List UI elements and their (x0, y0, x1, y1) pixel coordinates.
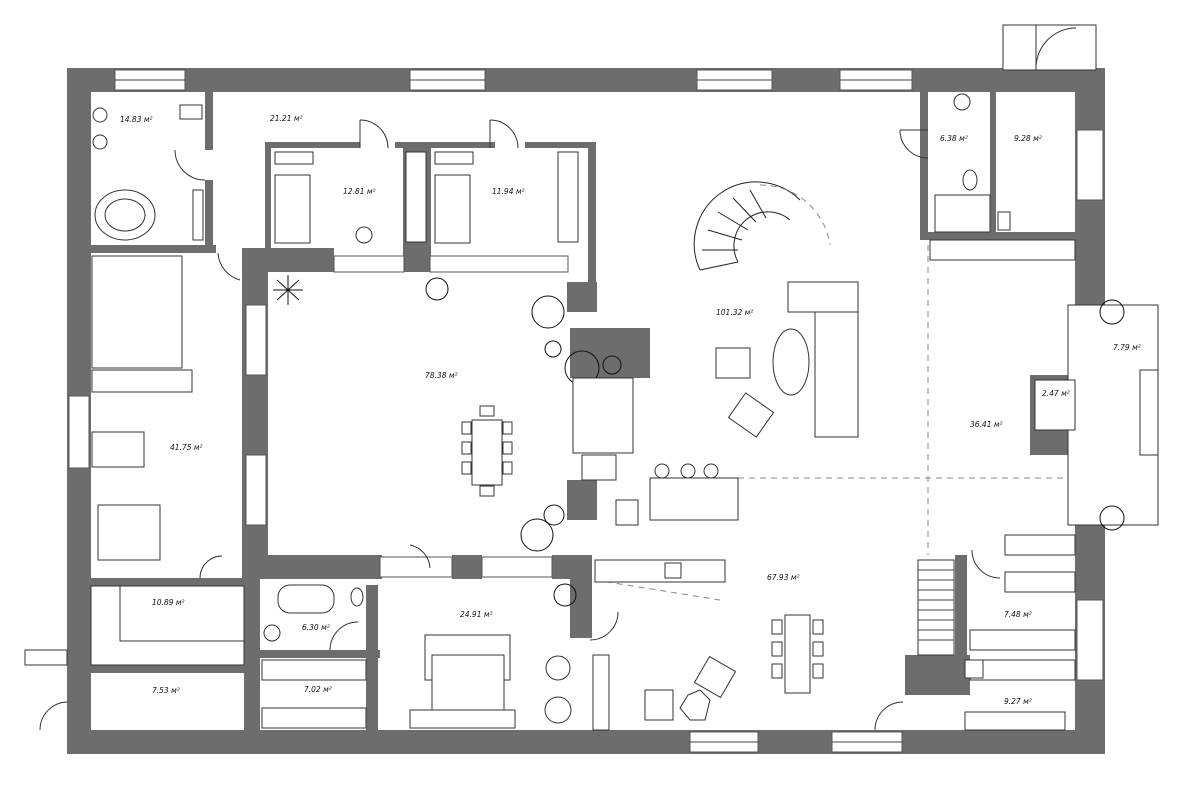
area-label-r14: 6.30 м² (302, 623, 330, 632)
straight-staircase (917, 559, 955, 656)
area-label-r13: 10.89 м² (152, 598, 185, 607)
hall-furniture (273, 275, 634, 552)
area-label-r10: 7.79 м² (1113, 343, 1141, 352)
area-label-r18: 7.02 м² (304, 685, 332, 694)
hall-windows (245, 255, 569, 578)
area-label-r6: 9.28 м² (1014, 134, 1042, 143)
area-label-r19: 7.53 м² (152, 686, 180, 695)
area-label-r2: 21.21 м² (270, 114, 303, 123)
spiral-staircase (693, 181, 831, 271)
right-rooms (929, 93, 1159, 731)
area-label-r11: 2.47 м² (1042, 389, 1070, 398)
area-label-r12: 36.41 м² (970, 420, 1003, 429)
area-label-r3: 12.81 м² (343, 187, 376, 196)
master-bedroom (409, 583, 577, 729)
bedroom-furniture (274, 151, 579, 244)
bottom-windows (689, 731, 903, 753)
area-label-r7: 101.32 м² (716, 308, 753, 317)
dining-furniture (592, 559, 824, 731)
area-labels: 14.83 м² 21.21 м² 12.81 м² 11.94 м² 6.38… (120, 114, 1141, 706)
sauna (90, 585, 245, 666)
gym (91, 255, 193, 561)
bathroom-bottom (261, 584, 367, 729)
living-furniture (615, 281, 859, 526)
area-label-r20: 9.27 м² (1004, 697, 1032, 706)
area-label-r16: 67.93 м² (767, 573, 800, 582)
area-label-r5: 6.38 м² (940, 134, 968, 143)
entry-vestibule (1002, 24, 1097, 71)
area-label-r8: 78.38 м² (425, 371, 458, 380)
area-label-r1: 14.83 м² (120, 115, 153, 124)
area-label-r15: 24.91 м² (460, 610, 493, 619)
area-label-r4: 11.94 м² (492, 187, 525, 196)
area-label-r17: 7.48 м² (1004, 610, 1032, 619)
bathroom-top-left (92, 104, 204, 241)
top-windows (114, 69, 913, 91)
side-windows (68, 129, 1104, 681)
area-label-r9: 41.75 м² (170, 443, 203, 452)
